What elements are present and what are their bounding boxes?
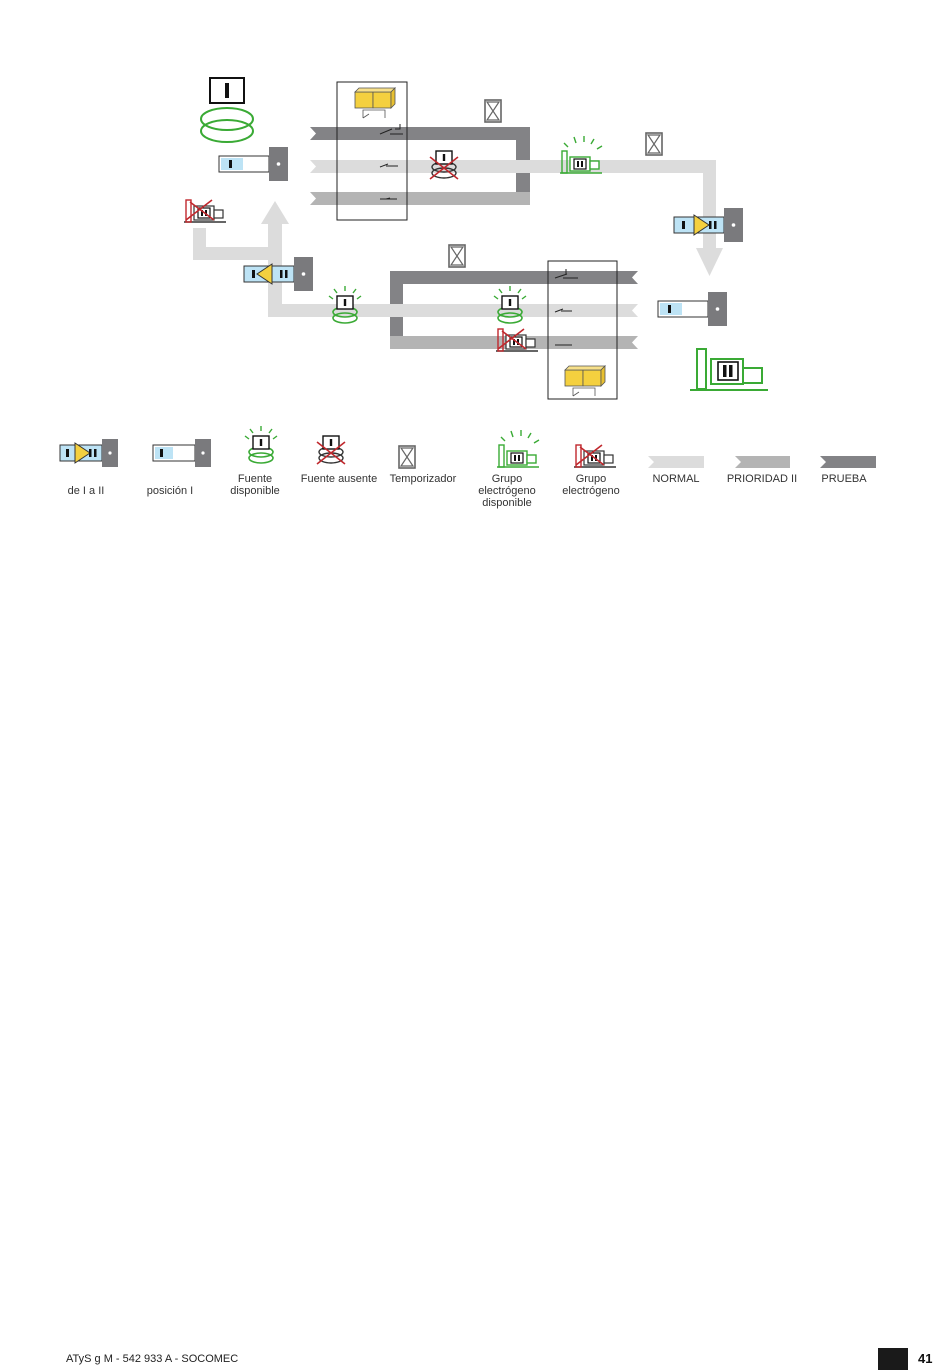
legend-label-genset: Grupo electrógeno (554, 473, 628, 497)
legend-label-transfer: de I a II (50, 485, 122, 497)
page-number: 41 (918, 1351, 932, 1366)
legend-label-normal: NORMAL (640, 473, 712, 485)
legend-timer-icon (399, 446, 415, 468)
top-timer-icon-1 (485, 100, 501, 122)
legend-label-timer: Temporizador (383, 473, 463, 485)
document-reference: ATyS g M - 542 933 A - SOCOMEC (66, 1353, 238, 1365)
top-band-priority (310, 192, 530, 205)
right-switch-position-icon (658, 292, 727, 326)
legend-label-source-absent: Fuente ausente (294, 473, 384, 485)
legend-transfer-icon (60, 439, 118, 467)
large-genset-icon (690, 349, 768, 390)
legend-genset-icon (574, 445, 616, 467)
legend-source-available-icon (245, 426, 277, 463)
legend-label-priority: PRIORIDAD II (720, 473, 804, 485)
legend-priority-swatch (735, 456, 790, 468)
bottom-band-normal (268, 304, 638, 317)
legend-label-position: posición I (136, 485, 204, 497)
legend-test-swatch (820, 456, 876, 468)
main-source-icon (201, 78, 253, 142)
legend-position-icon (153, 439, 211, 467)
flow-diagram (0, 0, 950, 520)
legend-source-absent-icon (317, 436, 345, 464)
bottom-timer-icon (449, 245, 465, 267)
legend-label-source-available: Fuente disponible (220, 473, 290, 497)
page-number-box (878, 1348, 908, 1370)
top-timer-icon-2 (646, 133, 662, 155)
legend-label-genset-available: Grupo electrógeno disponible (470, 473, 544, 509)
legend-normal-swatch (648, 456, 704, 468)
left-genset-absent-icon (184, 200, 226, 222)
top-switch-position-icon (219, 147, 288, 181)
bottom-relay-icon (565, 366, 605, 396)
top-relay-icon (355, 88, 395, 118)
legend-label-test: PRUEBA (810, 473, 878, 485)
legend-genset-available-icon (497, 430, 539, 467)
